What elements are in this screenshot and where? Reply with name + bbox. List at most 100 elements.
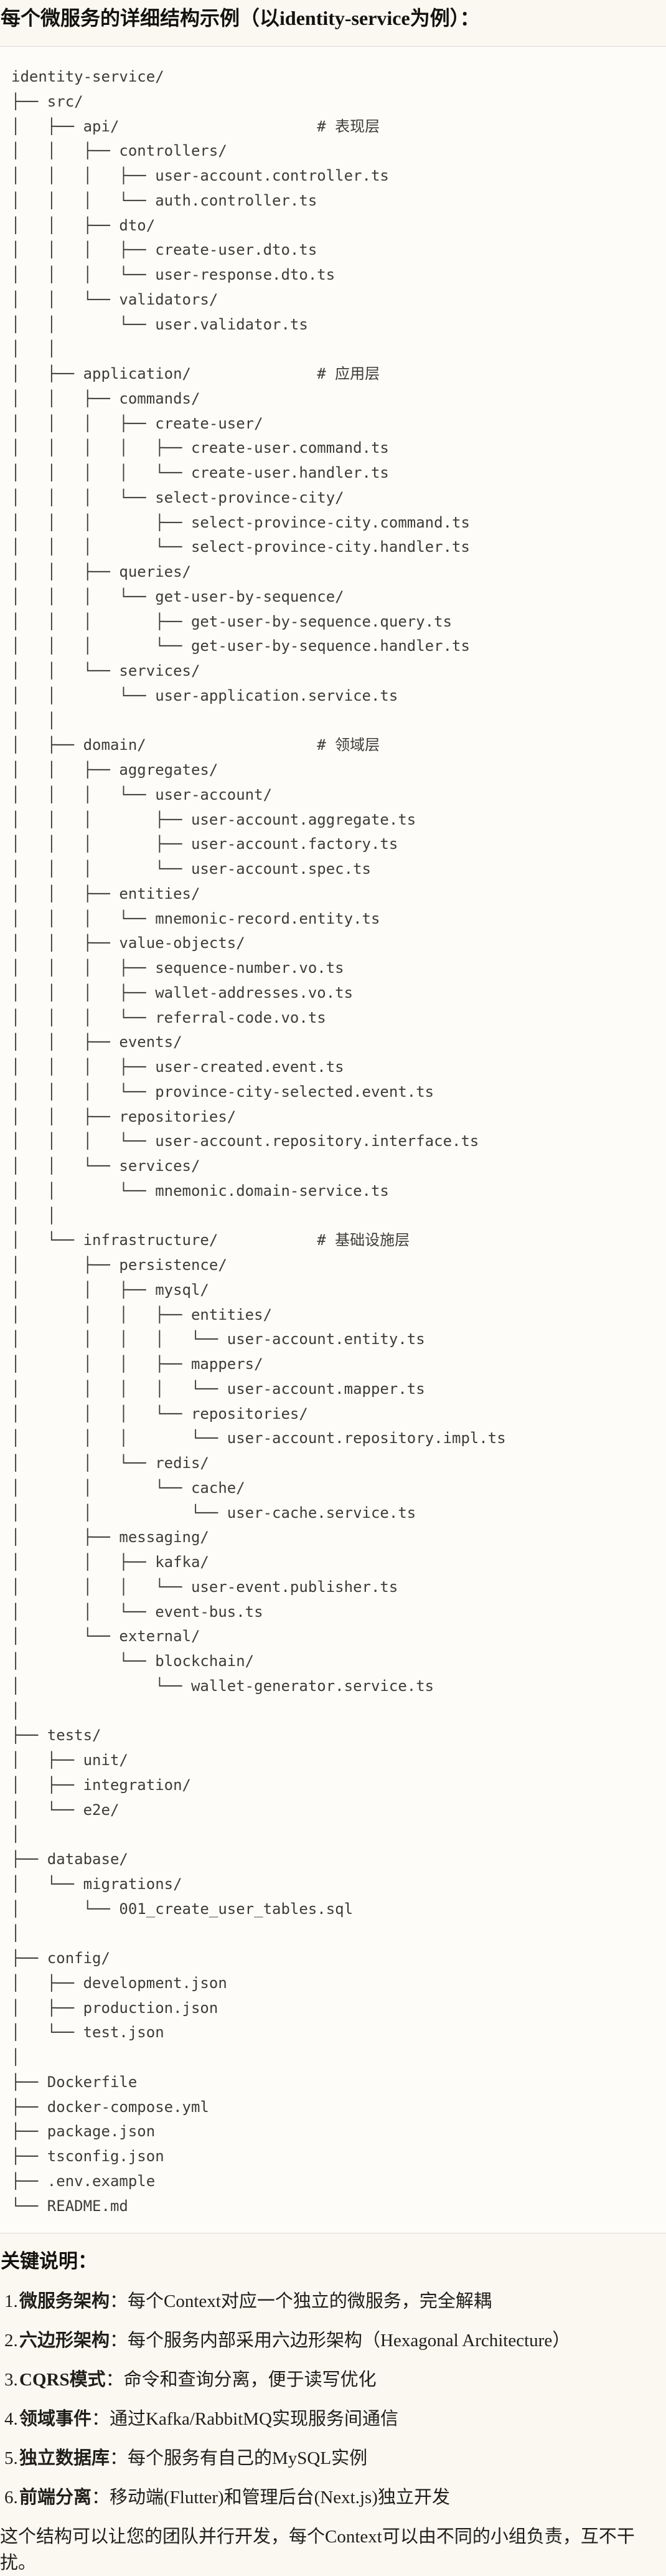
- note-number: 6.: [4, 2488, 18, 2507]
- notes-list: 1.微服务架构：每个Context对应一个独立的微服务，完全解耦 2.六边形架构：…: [0, 2288, 666, 2511]
- tree-line: │ │ ├── repositories/: [11, 1107, 237, 1125]
- tree-line: │ │ │ └── select-province-city/: [11, 488, 344, 506]
- note-text: CQRS模式：命令和查询分离，便于读写优化: [19, 2367, 377, 2393]
- tree-line: │ │ │ ├── user-account.controller.ts: [11, 167, 389, 184]
- tree-line: │ │ ├── dto/: [11, 216, 156, 234]
- tree-line: │ │ │ ├── select-province-city.command.t…: [11, 513, 470, 531]
- note-description: ：每个Context对应一个独立的微服务，完全解耦: [110, 2291, 492, 2311]
- tree-line: │ │ ├── controllers/: [11, 142, 227, 160]
- note-item: 3.CQRS模式：命令和查询分离，便于读写优化: [0, 2367, 666, 2393]
- tree-line: │: [11, 1825, 21, 1844]
- tree-line: │ ├── domain/ # 领域层: [11, 736, 380, 754]
- tree-line: ├── tests/: [11, 1726, 101, 1745]
- tree-line: │ │ └── event-bus.ts: [11, 1603, 263, 1621]
- note-number: 4.: [4, 2409, 18, 2429]
- tree-line: │ │ └── cache/: [11, 1479, 245, 1497]
- code-block: identity-service/ ├── src/ │ ├── api/ # 表现…: [0, 46, 666, 2233]
- tree-line: │ └── wallet-generator.service.ts: [11, 1677, 434, 1695]
- tree-line: │ │ │ ├── user-account.aggregate.ts: [11, 810, 416, 828]
- tree-line: │ ├── production.json: [11, 1999, 218, 2017]
- tree-line: │ ├── integration/: [11, 1776, 191, 1794]
- tree-line: │ │ │ │ └── create-user.handler.ts: [11, 464, 389, 481]
- tree-line: ├── Dockerfile: [11, 2073, 138, 2091]
- tree-line: │ │ │ ├── wallet-addresses.vo.ts: [11, 983, 354, 1002]
- tree-line: │ └── e2e/: [11, 1801, 120, 1819]
- tree-line: ├── package.json: [11, 2123, 156, 2141]
- tree-line: │ │ │ └── get-user-by-sequence/: [11, 587, 344, 605]
- tree-line: │ │ ├── value-objects/: [11, 934, 245, 952]
- tree-line: │ │ │ └── user-account.spec.ts: [11, 860, 371, 878]
- notes-section: 关键说明： 1.微服务架构：每个Context对应一个独立的微服务，完全解耦 2.…: [0, 2248, 666, 2576]
- tree-line: identity-service/: [11, 68, 164, 85]
- note-item: 2.六边形架构：每个服务内部采用六边形架构（Hexagonal Architec…: [0, 2327, 666, 2354]
- tree-line: │ │ ├── entities/: [11, 884, 200, 902]
- tree-line: │ ├── application/ # 应用层: [11, 365, 380, 382]
- note-label: 领域事件: [19, 2409, 92, 2429]
- tree-line: ├── docker-compose.yml: [11, 2098, 209, 2116]
- tree-line: │ │ └── user-cache.service.ts: [11, 1503, 416, 1522]
- tree-line: │ │: [11, 340, 57, 358]
- note-item: 1.微服务架构：每个Context对应一个独立的微服务，完全解耦: [0, 2288, 666, 2314]
- tree-line: │ │ │ ├── create-user.dto.ts: [11, 241, 317, 259]
- note-item: 6.前端分离：移动端(Flutter)和管理后台(Next.js)独立开发: [0, 2484, 666, 2511]
- note-item: 4.领域事件：通过Kafka/RabbitMQ实现服务间通信: [0, 2406, 666, 2432]
- note-text: 领域事件：通过Kafka/RabbitMQ实现服务间通信: [19, 2406, 398, 2432]
- tree-line: │ │ └── services/: [11, 1157, 200, 1175]
- tree-line: │ │ │ └── user-account/: [11, 785, 273, 803]
- tree-line: │ │ │ └── mnemonic-record.entity.ts: [11, 909, 380, 927]
- tree-line: │ │ │ └── user-account.repository.interf…: [11, 1132, 479, 1150]
- note-description: ：移动端(Flutter)和管理后台(Next.js)独立开发: [91, 2488, 450, 2507]
- tree-line: │ └── test.json: [11, 2024, 164, 2042]
- tree-line: │ │ │ ├── mappers/: [11, 1355, 263, 1373]
- tree-line: │ │ │ └── repositories/: [11, 1404, 308, 1423]
- tree-line: │: [11, 1702, 21, 1720]
- note-label: 微服务架构: [19, 2291, 110, 2311]
- tree-line: │ └── migrations/: [11, 1875, 182, 1893]
- note-text: 六边形架构：每个服务内部采用六边形架构（Hexagonal Architectu…: [19, 2327, 570, 2354]
- note-number: 1.: [4, 2291, 18, 2311]
- tree-line: │ │ └── mnemonic.domain-service.ts: [11, 1181, 389, 1200]
- tree-line: │ │: [11, 711, 57, 729]
- tree-line: │ │ │ ├── entities/: [11, 1305, 273, 1324]
- tree-line: │ │ └── user.validator.ts: [11, 315, 308, 333]
- tree-line: │ │ ├── aggregates/: [11, 761, 218, 779]
- note-description: ：命令和查询分离，便于读写优化: [105, 2370, 377, 2390]
- tree-line: │ │ ├── mysql/: [11, 1281, 209, 1299]
- file-tree: identity-service/ ├── src/ │ ├── api/ # 表现…: [11, 65, 660, 2218]
- note-item: 5.独立数据库：每个服务有自己的MySQL实例: [0, 2445, 666, 2471]
- tree-line: ├── tsconfig.json: [11, 2147, 164, 2165]
- tree-line: │: [11, 2048, 21, 2066]
- note-number: 3.: [4, 2370, 18, 2390]
- tree-line: │ │ └── redis/: [11, 1454, 209, 1472]
- notes-heading: 关键说明：: [1, 2250, 97, 2272]
- note-number: 5.: [4, 2448, 18, 2468]
- tree-line: │ ├── unit/: [11, 1751, 128, 1769]
- tree-line: │ │ ├── events/: [11, 1033, 182, 1051]
- tree-line: │ ├── development.json: [11, 1974, 227, 1992]
- tree-line: │ │ │ └── referral-code.vo.ts: [11, 1008, 326, 1026]
- note-label: CQRS模式: [19, 2370, 106, 2390]
- tree-line: │ └── external/: [11, 1627, 200, 1646]
- tree-line: ├── src/: [11, 92, 83, 110]
- tree-line: │ │ │ ├── create-user/: [11, 414, 263, 432]
- tree-line: │ └── blockchain/: [11, 1652, 255, 1670]
- tree-line: │ │ │ │ └── user-account.mapper.ts: [11, 1380, 425, 1398]
- note-label: 独立数据库: [19, 2448, 110, 2468]
- tree-line: │ │ └── user-application.service.ts: [11, 686, 398, 704]
- note-label: 六边形架构: [19, 2331, 110, 2351]
- tree-line: │: [11, 1925, 21, 1943]
- tree-line: ├── database/: [11, 1850, 128, 1868]
- note-label: 前端分离: [19, 2488, 92, 2507]
- tree-line: │ ├── api/ # 表现层: [11, 117, 380, 135]
- tree-line: │ │ │ └── auth.controller.ts: [11, 191, 317, 209]
- tree-line: │ └── 001_create_user_tables.sql: [11, 1900, 354, 1918]
- closing-paragraph: 这个结构可以让您的团队并行开发，每个Context可以由不同的小组负责，互不干扰…: [0, 2527, 635, 2573]
- tree-line: │ ├── messaging/: [11, 1528, 209, 1546]
- tree-line: │ │ │ └── province-city-selected.event.t…: [11, 1082, 434, 1101]
- tree-line: │ │ │ └── user-response.dto.ts: [11, 266, 335, 283]
- tree-line: │ ├── persistence/: [11, 1256, 227, 1274]
- tree-line: │ │: [11, 1206, 57, 1224]
- note-text: 前端分离：移动端(Flutter)和管理后台(Next.js)独立开发: [19, 2484, 450, 2511]
- tree-line: ├── .env.example: [11, 2172, 156, 2190]
- note-description: ：通过Kafka/RabbitMQ实现服务间通信: [91, 2409, 398, 2429]
